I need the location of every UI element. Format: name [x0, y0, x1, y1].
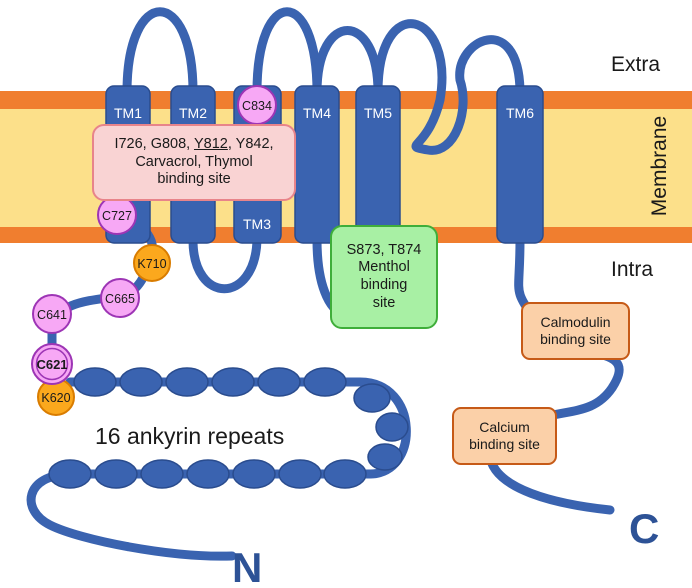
- tm6-label: TM6: [506, 105, 534, 121]
- extracellular-label: Extra: [611, 53, 660, 76]
- residue-c621-label: C621: [36, 357, 67, 372]
- tm4-label: TM4: [303, 105, 331, 121]
- loop-tm5-tm6-pore: [373, 19, 525, 155]
- tm6-helix: [496, 85, 544, 244]
- loop-tm3-tm4: [252, 7, 322, 97]
- calmodulin-binding-site-box: Calmodulin binding site: [521, 302, 630, 360]
- loop-tm2-tm3: [188, 235, 262, 294]
- calcium-site-title: Calcium: [479, 418, 530, 435]
- ligand-binding-site-residues: I726, G808, Y812, Y842,: [114, 135, 274, 152]
- intracellular-label: Intra: [611, 258, 653, 281]
- ankyrin-repeat: [94, 459, 138, 489]
- residue-c834-label: C834: [242, 99, 272, 113]
- ligand-binding-site-caption: binding site: [157, 171, 231, 188]
- ankyrin-repeat: [303, 367, 347, 397]
- residue-c727-label: C727: [102, 209, 132, 223]
- residue-c621-marker: [31, 343, 73, 385]
- ankyrin-repeat: [367, 443, 403, 471]
- menthol-site-residues: S873, T874: [346, 241, 422, 258]
- calmodulin-site-title: Calmodulin: [540, 313, 611, 330]
- ankyrin-repeat: [232, 459, 276, 489]
- c-terminal-tail: [485, 235, 624, 515]
- ankyrin-repeat: [257, 367, 301, 397]
- menthol-site-caption-2: site: [372, 294, 396, 311]
- n-terminus-label: N: [232, 544, 262, 583]
- ankyrin-repeat: [375, 412, 409, 442]
- residue-k620-label: K620: [41, 391, 70, 405]
- ankyrin-repeat: [278, 459, 322, 489]
- calcium-site-caption: binding site: [469, 436, 540, 452]
- y812-residue: Y812: [193, 135, 228, 152]
- ankyrin-repeat: [186, 459, 230, 489]
- residue-k710-marker: [133, 244, 171, 282]
- residue-c641-marker: [32, 294, 72, 334]
- c-terminus-label: C: [629, 505, 659, 552]
- menthol-site-caption-1: binding: [360, 277, 408, 293]
- n-terminal-tail: [26, 469, 375, 561]
- tm5-label: TM5: [364, 105, 392, 121]
- residue-k710-label: K710: [137, 257, 166, 271]
- tm2-label: TM2: [179, 105, 207, 121]
- ligand-binding-site-box: I726, G808, Y812, Y842, Carvacrol, Thymo…: [92, 124, 296, 201]
- calcium-binding-site-box: Calcium binding site: [452, 407, 557, 465]
- residue-c665-label: C665: [105, 292, 135, 306]
- residue-c621-ring: [35, 347, 69, 381]
- calmodulin-site-caption: binding site: [540, 331, 611, 347]
- membrane-outer-layer-top: [0, 91, 692, 109]
- ankyrin-repeats-label: 16 ankyrin repeats: [95, 423, 284, 449]
- loop-tm4-tm5-pore: [312, 26, 383, 97]
- ankyrin-repeat: [73, 367, 117, 397]
- loop-tm1-tm2: [122, 7, 198, 97]
- menthol-binding-site-box: S873, T874 Menthol binding site: [330, 225, 438, 329]
- ankyrin-repeat: [211, 367, 255, 397]
- tm3-label: TM3: [243, 216, 271, 232]
- menthol-site-ligand: Menthol: [358, 259, 410, 276]
- ankyrin-repeat: [353, 383, 391, 413]
- ligand-binding-site-ligands: Carvacrol, Thymol: [135, 153, 253, 170]
- residue-c665-marker: [100, 278, 140, 318]
- ankyrin-repeat: [119, 367, 163, 397]
- residue-c641-label: C641: [37, 308, 67, 322]
- membrane-label: Membrane: [648, 116, 671, 216]
- ankyrin-repeat: [140, 459, 184, 489]
- ankyrin-repeat: [165, 367, 209, 397]
- ankyrin-repeat: [48, 459, 92, 489]
- ankyrin-repeat: [323, 459, 367, 489]
- tm1-label: TM1: [114, 105, 142, 121]
